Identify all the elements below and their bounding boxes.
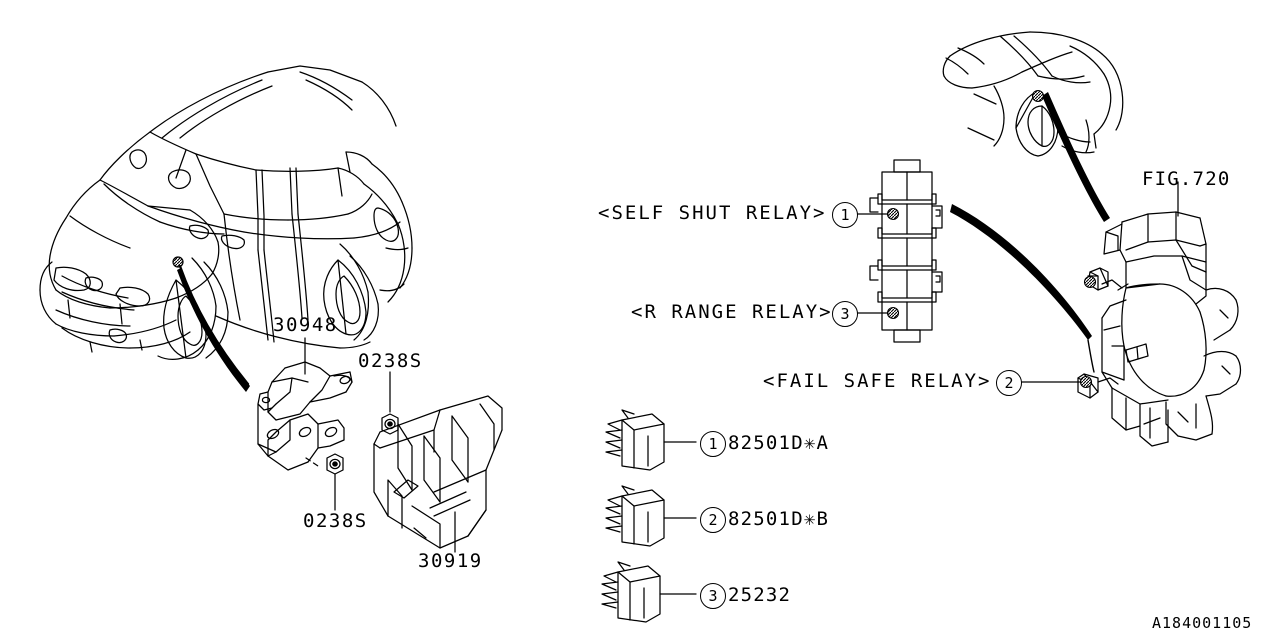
- document-code: A184001105: [1152, 614, 1253, 632]
- vehicle-rear-quarter-icon: [942, 31, 1124, 157]
- unit-connection-dot-upper: [1083, 275, 1097, 289]
- callout-number-1[interactable]: 1: [832, 202, 858, 228]
- leader-curve-relaybox-to-unit: [950, 204, 1092, 340]
- vehicle-line-art-icon: [39, 65, 413, 360]
- leader-curve-tail-1: [1087, 339, 1095, 373]
- part-number-0238S-upper: 0238S: [358, 350, 423, 372]
- part-number-0238S-lower: 0238S: [303, 510, 368, 532]
- heater-blower-unit-icon: [1077, 211, 1242, 447]
- legend-part-82501D-A: 82501D✳A: [728, 432, 830, 454]
- mounting-bracket-icon: [257, 361, 353, 471]
- relay-connection-dot-3: [886, 306, 900, 320]
- leader-curve-vehicle: [177, 268, 250, 392]
- callout-label-self-shut-relay: <SELF SHUT RELAY>: [598, 202, 827, 224]
- legend-number-2[interactable]: 2: [700, 507, 726, 533]
- relay-connection-dot-1: [886, 207, 900, 221]
- legend-part-82501D-B: 82501D✳B: [728, 508, 830, 530]
- leader-nut-lower-dash: [305, 457, 319, 467]
- callout-number-2[interactable]: 2: [996, 370, 1022, 396]
- relay-box-stack-icon: [869, 159, 943, 343]
- relay-cube-icon: [601, 561, 697, 623]
- legend-part-25232: 25232: [728, 584, 792, 606]
- leader-curve-inset-to-unit: [1042, 92, 1110, 222]
- legend-number-3[interactable]: 3: [700, 583, 726, 609]
- leader-origin-dot-vehicle: [172, 256, 184, 268]
- part-number-30919: 30919: [418, 550, 483, 572]
- hex-nut-icon: [326, 453, 344, 475]
- callout-number-3[interactable]: 3: [832, 301, 858, 327]
- control-module-icon: [373, 395, 503, 549]
- legend-number-1[interactable]: 1: [700, 431, 726, 457]
- unit-connection-dot-lower: [1079, 375, 1093, 389]
- relay-cube-icon: [605, 409, 697, 471]
- callout-label-r-range-relay: <R RANGE RELAY>: [631, 301, 833, 323]
- part-number-30948: 30948: [273, 314, 338, 336]
- relay-cube-icon: [605, 485, 697, 547]
- fig-reference-label: FIG.720: [1142, 168, 1231, 190]
- callout-label-fail-safe-relay: <FAIL SAFE RELAY>: [763, 370, 992, 392]
- leader-origin-dot-inset: [1031, 89, 1045, 103]
